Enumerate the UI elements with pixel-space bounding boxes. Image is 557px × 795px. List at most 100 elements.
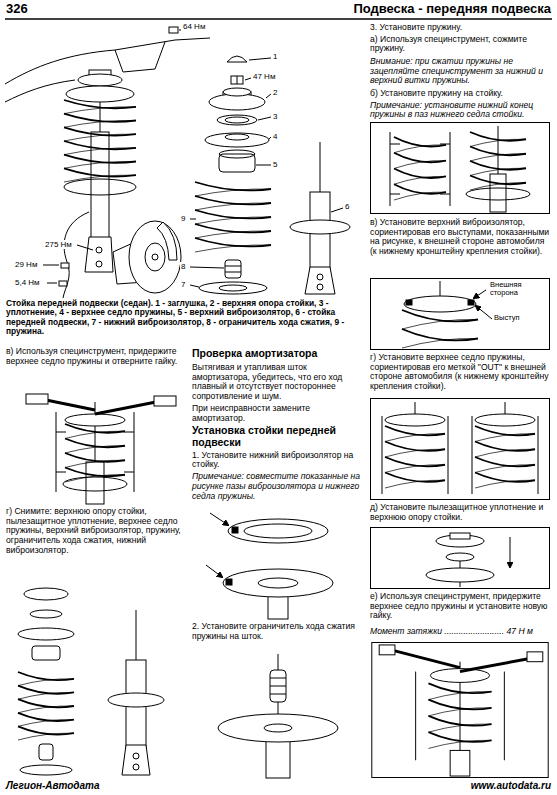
- spring-compressor-figure: [370, 122, 550, 214]
- line-art: [85, 237, 113, 272]
- line-art: [390, 144, 450, 194]
- line-art: [371, 399, 550, 500]
- spring-removal-figure: [6, 392, 184, 504]
- line-art: [190, 267, 224, 268]
- callout-number: 7: [180, 280, 186, 289]
- line-art: [154, 396, 176, 406]
- line-art: [372, 642, 548, 777]
- line-art: [133, 753, 139, 759]
- line-art: [134, 412, 135, 492]
- line-art: [61, 263, 69, 268]
- line-art: [244, 524, 312, 538]
- line-art: [258, 117, 271, 120]
- line-art: [24, 588, 68, 600]
- line-art: [65, 414, 125, 426]
- line-art: [415, 672, 416, 761]
- upper-mount-figure: [370, 527, 550, 589]
- line-art: [270, 678, 286, 679]
- line-art: [133, 764, 139, 770]
- line-art: [225, 272, 241, 273]
- line-art: [190, 219, 196, 220]
- spring-coil: [18, 713, 74, 721]
- line-art: [96, 261, 102, 267]
- spring-coil: [64, 100, 136, 108]
- page-number: 326: [6, 2, 28, 17]
- line-art: [217, 115, 257, 125]
- line-art: [245, 78, 251, 80]
- publisher-name: Легион-Автодата: [6, 780, 100, 791]
- line-art: [538, 416, 539, 494]
- line-art: [66, 86, 134, 102]
- line-art: [475, 426, 535, 488]
- callout-number: 8: [180, 262, 186, 271]
- spring-coil: [195, 224, 271, 232]
- spring-coil: [64, 114, 136, 122]
- spring-coil: [64, 141, 136, 149]
- line-art: [475, 414, 535, 426]
- spring-coil: [394, 169, 446, 178]
- torque-label: 29 Нм: [14, 260, 38, 269]
- line-art: [190, 285, 199, 287]
- step-text: 3. Установите пружину.: [370, 23, 552, 33]
- line-art: [26, 394, 48, 404]
- line-art: [32, 646, 60, 660]
- line-art: [210, 513, 228, 525]
- spring-coil: [195, 182, 271, 190]
- line-art: [56, 432, 134, 472]
- line-art: [122, 745, 150, 775]
- line-art: [382, 416, 383, 494]
- line-art: [39, 744, 53, 760]
- line-art: [448, 416, 449, 494]
- torque-label: 47 Нм: [252, 72, 276, 81]
- line-art: [504, 672, 505, 761]
- line-art: [157, 222, 177, 260]
- line-art: [371, 123, 550, 214]
- upper-isolator-figure: [370, 278, 550, 350]
- figure-label: Выступ: [494, 314, 519, 322]
- torque-spec: Момент затяжки .........................…: [370, 627, 552, 637]
- spring-coil: [475, 473, 535, 482]
- spring-coil: [65, 453, 125, 462]
- step-text: в) Установите верхний виброизолятор, сор…: [370, 218, 552, 257]
- line-art: [64, 179, 136, 195]
- step-text: в) Используя специнструмент, придержите …: [6, 347, 186, 366]
- spring-coil: [65, 439, 125, 448]
- line-art: [468, 300, 474, 305]
- callout-number: 6: [344, 202, 350, 211]
- line-art: [317, 284, 323, 290]
- line-art: [460, 658, 534, 672]
- line-art: [223, 88, 251, 96]
- spring-coil: [475, 426, 535, 435]
- line-art: [195, 182, 271, 252]
- line-art: [96, 247, 102, 253]
- line-art: [169, 27, 178, 33]
- line-art: [95, 402, 156, 414]
- line-art: [227, 56, 247, 62]
- line-art: [5, 80, 75, 102]
- spring-coil: [428, 700, 491, 710]
- callout-number: 4: [272, 132, 278, 141]
- line-art: [290, 220, 350, 234]
- line-art: [371, 528, 550, 589]
- spring-coil: [64, 155, 136, 163]
- line-art: [391, 650, 460, 668]
- spring-coil: [394, 184, 446, 193]
- body-text: При неисправности замените амортизатор.: [192, 404, 364, 423]
- line-art: [476, 306, 492, 319]
- spring-coil: [402, 329, 478, 340]
- line-art: [527, 652, 543, 662]
- line-art: [331, 208, 343, 212]
- callout-number: 1: [272, 52, 278, 61]
- line-art: [64, 100, 136, 182]
- line-art: [78, 74, 122, 86]
- spring-coil: [18, 699, 74, 707]
- line-art: [18, 628, 74, 640]
- line-art: [152, 254, 158, 260]
- line-art: [228, 519, 328, 543]
- spring-coil: [470, 161, 526, 170]
- line-art: [199, 282, 267, 294]
- nut-tightening-figure: [370, 642, 550, 778]
- spring-coil: [428, 732, 491, 742]
- spring-coil: [470, 132, 526, 141]
